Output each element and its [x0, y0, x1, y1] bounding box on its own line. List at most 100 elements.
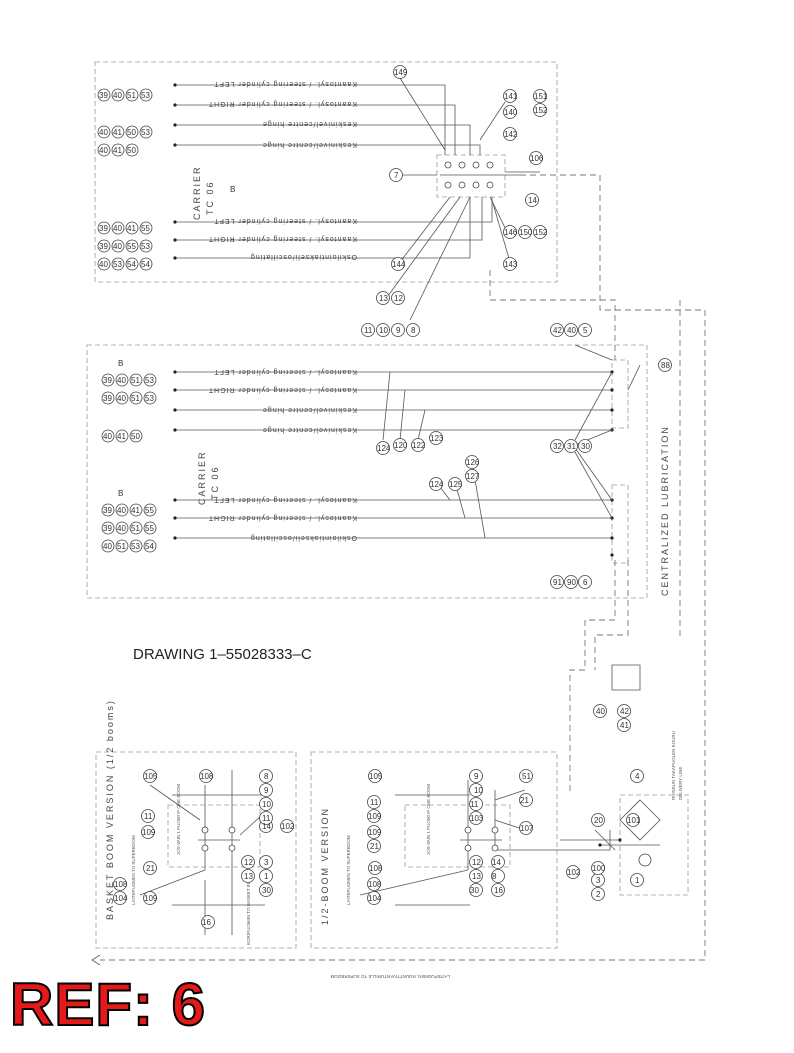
callout-text: 12	[472, 858, 481, 867]
callout-text: 108	[368, 880, 382, 889]
carrier-mid-marker-bottom: B	[118, 489, 123, 498]
callout-text: 6	[583, 578, 588, 587]
bubble-text: 41	[131, 506, 140, 515]
bubble-text: 41	[113, 146, 122, 155]
callout-text: 126	[466, 458, 480, 467]
bubble-text: 39	[103, 506, 112, 515]
callout-text: 104	[368, 894, 382, 903]
callout-text: 4	[635, 772, 640, 781]
bubble-text: 51	[131, 376, 140, 385]
basket-boom-callouts	[113, 769, 294, 929]
callout-text: 3	[264, 858, 269, 867]
carrier-top-row-5: Kaantosyl. / steering cylinder LEFT	[213, 217, 357, 224]
carrier-top-callouts	[361, 65, 547, 337]
callout-text: 105	[144, 772, 158, 781]
callout-text: 91	[553, 578, 562, 587]
callout-text: 143	[504, 260, 518, 269]
callout-text: 144	[392, 260, 406, 269]
callout-text: 102	[281, 822, 295, 831]
callout-text: 120	[394, 441, 408, 450]
callout-text: 152	[534, 106, 548, 115]
callout-text: 90	[567, 578, 576, 587]
pump-note-2: DELIVERY LINE	[678, 767, 683, 800]
distributor-block-top	[436, 154, 506, 198]
bubble-text: 55	[127, 242, 136, 251]
basket-boom-frame	[95, 751, 297, 949]
callout-text: 11	[364, 326, 373, 335]
bubble-text: 50	[127, 146, 136, 155]
carrier-mid-row-3: Keskinivel/centre hinge	[262, 406, 357, 413]
bubble-text: 40	[103, 542, 112, 551]
pump-note-1: RUISKUN TAKAPUOLEN KOURU	[671, 731, 676, 800]
basket-boom-block	[167, 804, 261, 868]
carrier-top-frame	[94, 61, 558, 283]
callout-text: 14	[262, 822, 271, 831]
bubble-text: 53	[141, 128, 150, 137]
callout-text: 16	[494, 886, 503, 895]
drawing-number: DRAWING 1–55028333–C	[133, 646, 312, 663]
callout-text: 124	[377, 444, 391, 453]
bubble-text: 40	[117, 506, 126, 515]
callout-text: 108	[369, 864, 383, 873]
bubble-text: 53	[141, 242, 150, 251]
callout-text: 109	[368, 812, 382, 821]
callout-text: 10	[474, 786, 483, 795]
callout-text: 8	[264, 772, 269, 781]
callout-text: 101	[627, 816, 641, 825]
callout-text: 42	[553, 326, 562, 335]
callout-text: 152	[534, 228, 548, 237]
carrier-mid-model: TC 06	[210, 465, 220, 500]
callout-text: 125	[449, 480, 463, 489]
distributor-block-mid-lower	[611, 484, 629, 564]
carrier-mid-row-4: Keskinivel/centre hinge	[262, 426, 357, 433]
boom-12-title: 1/2-BOOM VERSION	[320, 807, 330, 925]
bubble-text: 40	[113, 242, 122, 251]
callout-text: 11	[370, 798, 379, 807]
callout-text: 107	[520, 824, 534, 833]
basket-boom-note-3: KORIPUOMIIN TO BASKET BOOM	[246, 873, 251, 945]
bubble-text: 40	[117, 394, 126, 403]
bubble-text: 40	[99, 146, 108, 155]
bubble-text: 55	[145, 506, 154, 515]
callout-text: 20	[594, 816, 603, 825]
bubble-text: 39	[103, 524, 112, 533]
callout-text: 9	[474, 772, 479, 781]
carrier-top-marker: B	[230, 185, 235, 194]
callout-text: 7	[394, 171, 399, 180]
bubble-text: 53	[113, 260, 122, 269]
boom-12-note-2: JOS VAIN 1 PUOMI IF ONE BOOM	[426, 784, 431, 855]
callout-text: 40	[567, 326, 576, 335]
pump-unit-frame	[619, 794, 689, 896]
bubble-text: 50	[127, 128, 136, 137]
carrier-top-row-4: Keskinivel/centre hinge	[262, 141, 357, 148]
bubble-text: 51	[131, 394, 140, 403]
callout-text: 100	[592, 864, 606, 873]
bubble-text: 41	[127, 224, 136, 233]
bubble-text: 40	[99, 128, 108, 137]
callout-text: 42	[620, 707, 629, 716]
bubble-text: 50	[131, 432, 140, 441]
carrier-top-row-6: Kaantosyl. / steering cylinder RIGHT	[208, 235, 357, 242]
callout-text: 149	[394, 68, 408, 77]
bubble-text: 40	[103, 432, 112, 441]
boom-12-valves	[460, 826, 502, 852]
basket-boom-title: BASKET BOOM VERSION (1/2 booms)	[105, 699, 115, 920]
bubble-text: 51	[127, 91, 136, 100]
boom-12-section: 1/2-BOOM VERSION LAITEPUOMIIN TO SUPERBO…	[310, 751, 611, 949]
basket-boom-section: BASKET BOOM VERSION (1/2 booms) LAITEPUO…	[95, 699, 297, 949]
bubble-text: 39	[103, 376, 112, 385]
callout-text: 21	[146, 864, 155, 873]
bubble-text: 40	[99, 260, 108, 269]
callout-text: 108	[200, 772, 214, 781]
callout-text: 127	[466, 472, 480, 481]
callout-text: 40	[596, 707, 605, 716]
bubble-text: 54	[141, 260, 150, 269]
callout-text: 8	[492, 872, 497, 881]
callout-text: 51	[522, 772, 531, 781]
callout-text: 30	[470, 886, 479, 895]
callout-text: 11	[470, 800, 479, 809]
callout-text: 14	[492, 858, 501, 867]
carrier-top-row-2: Kaantosyl. / steering cylinder RIGHT	[208, 100, 357, 107]
callout-text: 3	[596, 876, 601, 885]
